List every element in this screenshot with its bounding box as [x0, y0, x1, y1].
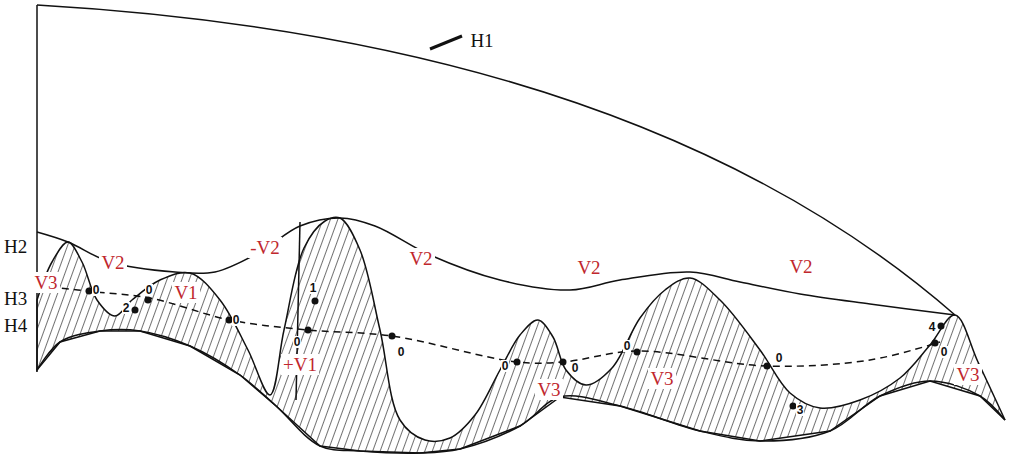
point-number: 3 — [796, 404, 805, 416]
point-number: 1 — [309, 282, 318, 294]
horizon-line — [37, 330, 1005, 454]
point-dot — [312, 298, 319, 305]
point-number: 0 — [145, 284, 154, 296]
horizon-label: H3 — [2, 288, 29, 309]
zone-label: V2 — [575, 257, 602, 278]
zone-label: V2 — [787, 256, 814, 277]
point-number: 0 — [232, 314, 241, 326]
point-dot — [938, 323, 945, 330]
point-number: 0 — [775, 352, 784, 364]
point-number: 0 — [623, 340, 632, 352]
leader-line — [430, 36, 462, 49]
point-number: 0 — [501, 360, 510, 372]
zone-label: V3 — [32, 272, 59, 293]
point-number: 4 — [928, 321, 937, 333]
point-number: 0 — [293, 336, 302, 348]
point-dot — [634, 349, 641, 356]
zone-label: V2 — [407, 248, 434, 269]
zone-label: -V2 — [248, 237, 282, 258]
horizon-label: H2 — [2, 236, 29, 257]
point-number: 0 — [92, 284, 101, 296]
zone-label: V1 — [172, 282, 199, 303]
point-dot — [132, 307, 139, 314]
horizon-line — [37, 218, 955, 315]
point-number: 2 — [122, 302, 131, 314]
horizon-label: H1 — [468, 30, 495, 51]
horizon-line — [37, 5, 955, 315]
point-number: 0 — [397, 346, 406, 358]
point-dot — [932, 340, 939, 347]
point-dot — [305, 327, 312, 334]
point-number: 0 — [571, 362, 580, 374]
point-dot — [514, 359, 521, 366]
point-dot — [145, 297, 152, 304]
hatched-body — [37, 217, 1005, 453]
zone-label: +V1 — [281, 354, 319, 375]
point-dot — [389, 333, 396, 340]
zone-label: V3 — [954, 364, 981, 385]
point-dot — [560, 359, 567, 366]
zone-label: V3 — [535, 379, 562, 400]
horizon-label: H4 — [2, 315, 29, 336]
point-number: 0 — [940, 346, 949, 358]
zone-label: V2 — [99, 252, 126, 273]
point-group — [86, 288, 945, 410]
point-dot — [764, 363, 771, 370]
zone-label: V3 — [648, 368, 675, 389]
